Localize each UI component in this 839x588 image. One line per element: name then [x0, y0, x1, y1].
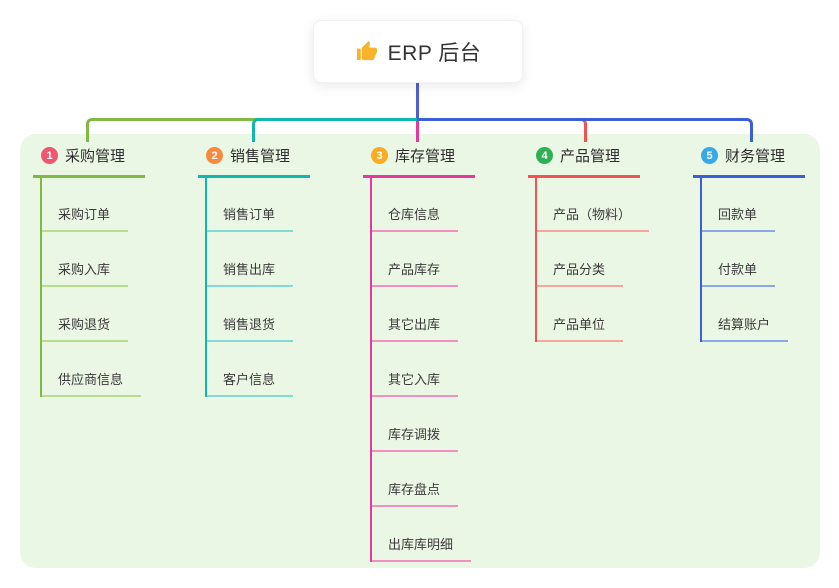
child-node[interactable]: 销售出库	[207, 260, 294, 287]
branch-title-node[interactable]: 5 财务管理	[693, 145, 805, 178]
root-title: ERP 后台	[387, 41, 482, 65]
branch-number-badge: 3	[371, 147, 388, 164]
branch-title-node[interactable]: 1 采购管理	[33, 145, 145, 178]
branch-children: 采购订单采购入库采购退货供应商信息	[40, 178, 145, 397]
branch-children: 仓库信息产品库存其它出库其它入库库存调拨库存盘点出库库明细	[370, 178, 475, 562]
connector-root-stem	[416, 82, 419, 118]
branch-number-badge: 1	[41, 147, 58, 164]
child-node[interactable]: 库存调拨	[372, 425, 459, 452]
branch-title-label: 库存管理	[395, 148, 456, 165]
thumbs-up-icon	[356, 40, 377, 61]
branch-number-badge: 4	[536, 147, 553, 164]
child-node[interactable]: 销售订单	[207, 205, 294, 232]
branch-title-label: 销售管理	[230, 148, 291, 165]
branch-number-badge: 2	[206, 147, 223, 164]
branch-2: 2 销售管理销售订单销售出库销售退货客户信息	[198, 145, 310, 397]
child-node[interactable]: 产品（物料）	[537, 205, 650, 232]
connector-branch-1	[86, 118, 417, 142]
branch-children: 回款单付款单结算账户	[700, 178, 805, 342]
branches-panel: 1 采购管理采购订单采购入库采购退货供应商信息 2 销售管理销售订单销售出库销售退货客…	[20, 134, 820, 568]
child-node[interactable]: 库存盘点	[372, 480, 459, 507]
child-node[interactable]: 客户信息	[207, 370, 294, 397]
child-node[interactable]: 产品单位	[537, 315, 624, 342]
branch-3: 3 库存管理仓库信息产品库存其它出库其它入库库存调拨库存盘点出库库明细	[363, 145, 475, 562]
child-node[interactable]: 销售退货	[207, 315, 294, 342]
branch-title-node[interactable]: 2 销售管理	[198, 145, 310, 178]
branch-title-node[interactable]: 3 库存管理	[363, 145, 475, 178]
connector-branch-5	[417, 118, 753, 142]
child-node[interactable]: 供应商信息	[42, 370, 142, 397]
connector-branch-2	[252, 118, 417, 142]
branch-1: 1 采购管理采购订单采购入库采购退货供应商信息	[33, 145, 145, 397]
child-node[interactable]: 回款单	[702, 205, 776, 232]
branch-title-label: 采购管理	[65, 148, 126, 165]
branch-4: 4 产品管理产品（物料） 产品分类产品单位	[528, 145, 650, 342]
child-node[interactable]: 其它入库	[372, 370, 459, 397]
child-node[interactable]: 采购入库	[42, 260, 129, 287]
branch-number-badge: 5	[701, 147, 718, 164]
child-node[interactable]: 付款单	[702, 260, 776, 287]
child-node[interactable]: 产品库存	[372, 260, 459, 287]
branch-5: 5 财务管理回款单付款单结算账户	[693, 145, 805, 342]
branch-children: 产品（物料） 产品分类产品单位	[535, 178, 650, 342]
child-node[interactable]: 结算账户	[702, 315, 789, 342]
child-node[interactable]: 出库库明细	[372, 535, 472, 562]
connector-branch-3	[416, 121, 419, 142]
child-node[interactable]: 采购退货	[42, 315, 129, 342]
root-node[interactable]: ERP 后台	[313, 20, 523, 83]
branch-title-label: 产品管理	[560, 148, 621, 165]
child-node[interactable]: 采购订单	[42, 205, 129, 232]
branch-title-node[interactable]: 4 产品管理	[528, 145, 640, 178]
child-node[interactable]: 仓库信息	[372, 205, 459, 232]
branch-title-label: 财务管理	[725, 148, 786, 165]
child-node[interactable]: 产品分类	[537, 260, 624, 287]
child-node[interactable]: 其它出库	[372, 315, 459, 342]
branch-children: 销售订单销售出库销售退货客户信息	[205, 178, 310, 397]
